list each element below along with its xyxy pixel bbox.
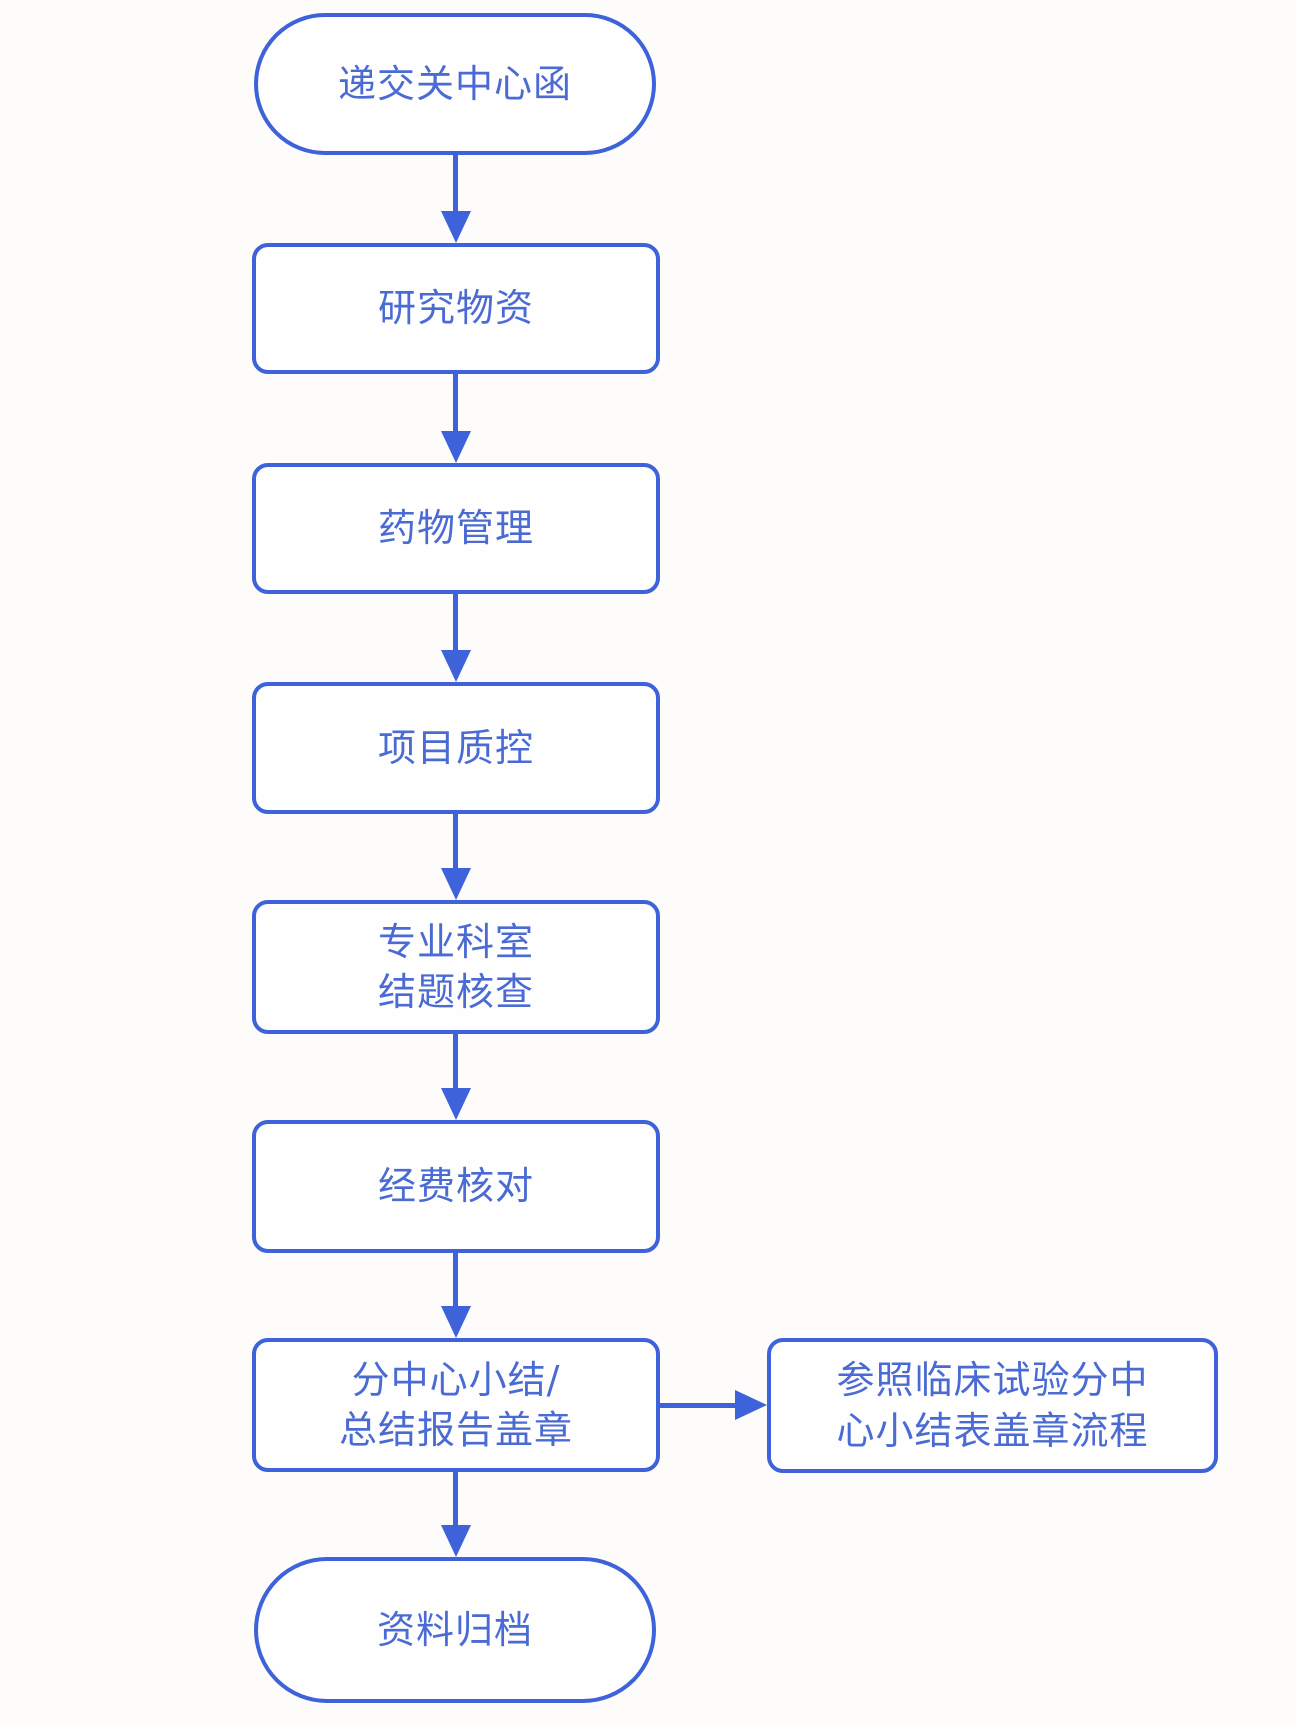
flow-node-funding-verification: 经费核对 [252, 1120, 660, 1253]
flow-node-label-line1: 分中心小结/ [351, 1357, 561, 1402]
flow-node-department-closeout-check: 专业科室 结题核查 [252, 900, 660, 1034]
edge-line-7 [660, 1403, 735, 1408]
flow-node-label: 研究物资 [377, 286, 534, 331]
edge-line-5 [453, 1034, 458, 1090]
flow-node-label-line1: 参照临床试验分中 [836, 1358, 1149, 1403]
flow-node-seal-process-reference: 参照临床试验分中 心小结表盖章流程 [767, 1338, 1218, 1473]
arrow-down-icon [441, 1088, 471, 1120]
flow-node-archive-materials: 资料归档 [254, 1557, 656, 1703]
flow-node-submit-closeout-letter: 递交关中心函 [254, 13, 656, 155]
flow-node-project-quality-control: 项目质控 [252, 682, 660, 814]
edge-line-4 [453, 814, 458, 870]
arrow-down-icon [441, 650, 471, 682]
edge-line-1 [453, 155, 458, 213]
flow-node-label: 经费核对 [377, 1164, 534, 1209]
flow-node-label: 资料归档 [376, 1607, 533, 1652]
flow-node-label-line2: 心小结表盖章流程 [836, 1408, 1149, 1453]
flow-node-research-materials: 研究物资 [252, 243, 660, 374]
flow-node-label: 递交关中心函 [337, 61, 572, 106]
flow-node-label: 项目质控 [377, 725, 534, 770]
edge-line-2 [453, 374, 458, 432]
arrow-down-icon [441, 1306, 471, 1338]
arrow-right-icon [735, 1390, 767, 1420]
arrow-down-icon [441, 211, 471, 243]
arrow-down-icon [441, 431, 471, 463]
flow-node-drug-management: 药物管理 [252, 463, 660, 594]
flow-node-label-line1: 专业科室 [377, 919, 534, 964]
flow-node-subcenter-summary-seal: 分中心小结/ 总结报告盖章 [252, 1338, 660, 1472]
edge-line-3 [453, 594, 458, 652]
edge-line-8 [453, 1472, 458, 1527]
flow-node-label-line2: 总结报告盖章 [338, 1408, 573, 1452]
edge-line-6 [453, 1253, 458, 1308]
flow-node-label-line2: 结题核查 [377, 970, 534, 1014]
flow-node-label: 药物管理 [377, 506, 534, 551]
arrow-down-icon [441, 1525, 471, 1557]
arrow-down-icon [441, 868, 471, 900]
